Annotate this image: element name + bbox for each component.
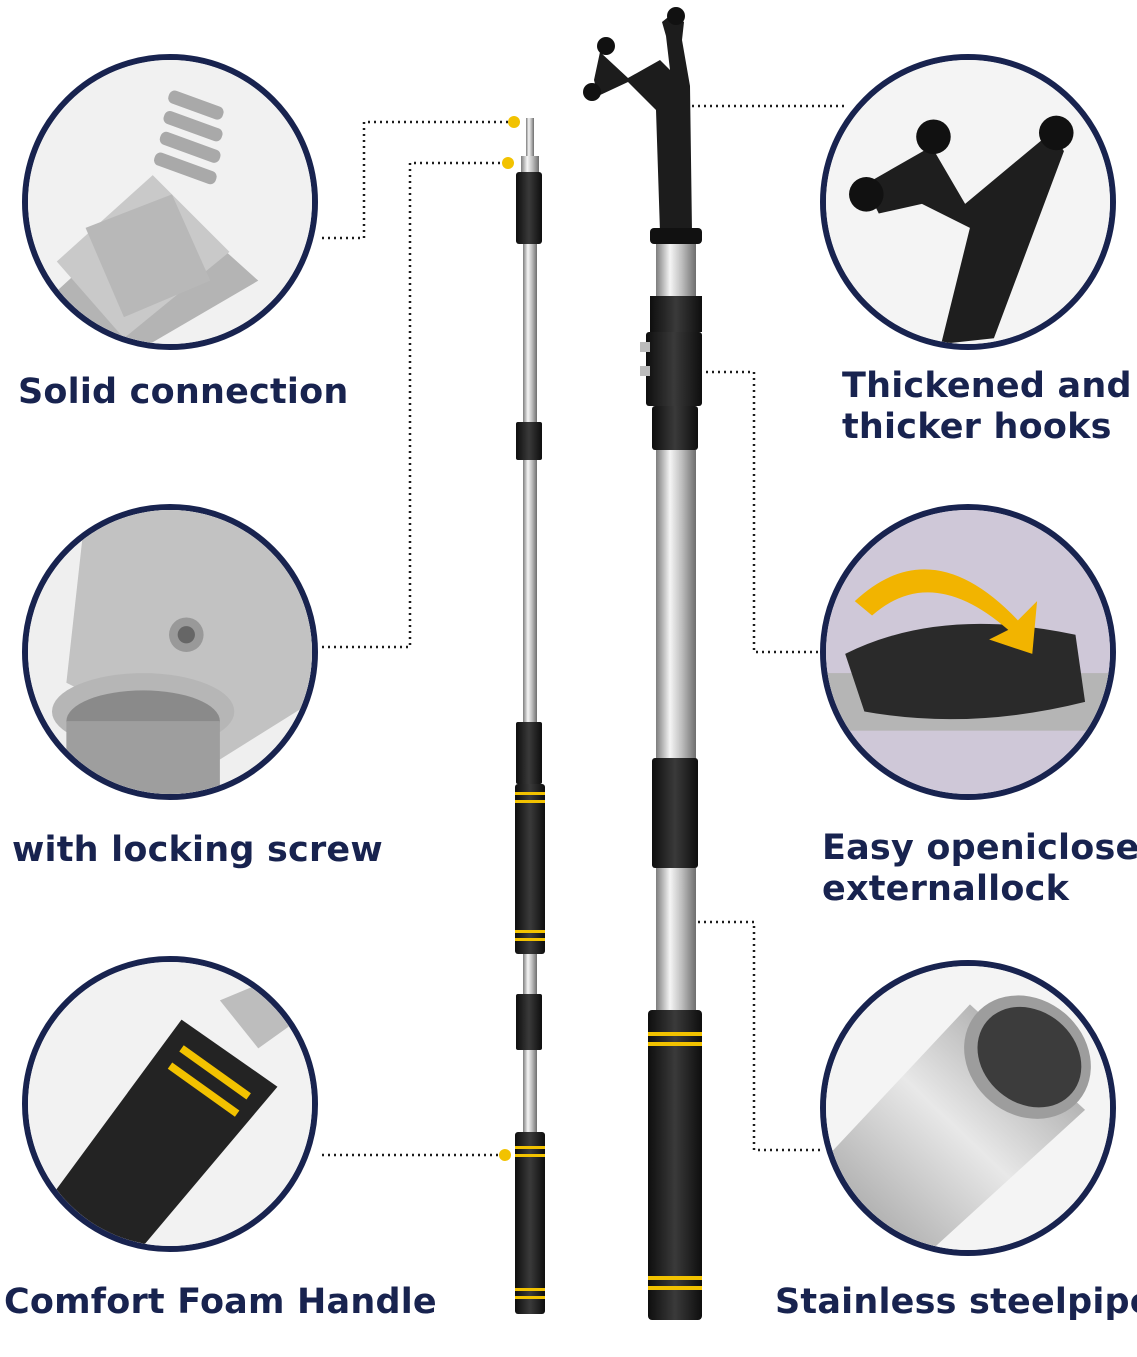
thickened-hooks-label-line2: thicker hooks bbox=[842, 407, 1112, 447]
easy-lock-label-line2: externallock bbox=[822, 869, 1070, 909]
steel-tube-icon bbox=[820, 960, 1116, 1256]
foam-handle-label: Comfort Foam Handle bbox=[4, 1282, 437, 1322]
hook-head-icon bbox=[820, 54, 1116, 350]
solid-connection-label: Solid connection bbox=[18, 372, 349, 412]
steel-pipe-label: Stainless steelpipe bbox=[775, 1282, 1137, 1322]
thin-pole bbox=[515, 118, 545, 1314]
thickened-hooks-label-line1: Thickened and bbox=[842, 366, 1132, 406]
foam-grip-icon bbox=[22, 956, 318, 1252]
easy-lock-label-line1: Easy openiclose bbox=[822, 828, 1137, 868]
screw-thread-icon bbox=[22, 54, 318, 350]
locking-screw-icon bbox=[22, 504, 318, 800]
hook-pole bbox=[583, 7, 702, 1320]
external-lock-icon bbox=[820, 504, 1116, 800]
locking-screw-label: with locking screw bbox=[12, 830, 383, 870]
